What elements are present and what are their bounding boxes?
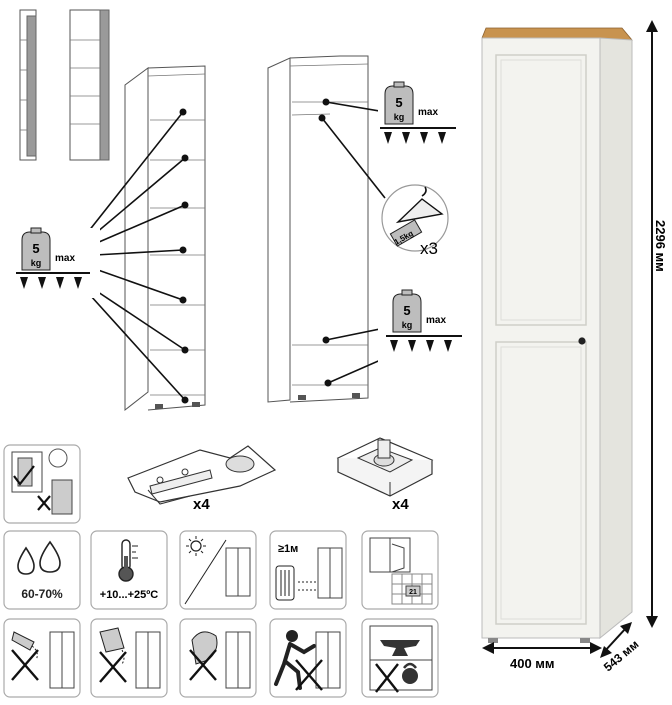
- lower-door-panel: [495, 341, 587, 625]
- cross-icon: [99, 651, 127, 683]
- cabinet-side: [599, 37, 633, 640]
- no-spray-tile: [3, 618, 81, 698]
- no-pushing-tile: [269, 618, 347, 698]
- cross-icon: [37, 495, 51, 511]
- humidity-label: 60-70%: [21, 587, 63, 601]
- humidity-tile: 60-70%: [3, 530, 81, 610]
- weight-unit: kg: [394, 112, 405, 122]
- weight-limit-badge-bottom-shelf: 5 kg max: [378, 289, 463, 362]
- check-icon: [13, 465, 35, 486]
- cross-icon: [189, 649, 217, 681]
- height-label: 2296 мм: [653, 220, 668, 272]
- weight-unit: kg: [402, 320, 413, 330]
- wardrobe-leader-lines: [318, 98, 393, 387]
- hanger-rail-badge: 1,5kg x3: [381, 184, 449, 258]
- depth-label: 543 мм: [601, 637, 642, 674]
- door-handle: [578, 337, 586, 345]
- water-drops-icon: [17, 540, 61, 575]
- kettlebell-icon: [402, 662, 418, 684]
- no-overload-tile: [361, 618, 439, 698]
- weight-limit-badge-top-shelf: 5 kg max: [378, 81, 463, 154]
- heater-icon: [275, 565, 295, 601]
- wardrobe-product-render: [481, 27, 633, 643]
- shelf-leader-lines: [87, 108, 189, 404]
- no-chemicals-tile: [90, 618, 168, 698]
- grid-number: 21: [409, 589, 417, 596]
- avoid-sunlight-tile: [179, 530, 257, 610]
- hanger-count: x3: [420, 239, 438, 258]
- cross-icon: [11, 649, 39, 681]
- temperature-label: +10...+25ºC: [100, 589, 159, 601]
- weight-limit-label: max: [418, 107, 438, 118]
- weight-limit-badge-shelves: 5 kg max: [15, 227, 100, 298]
- weight-value: 5: [32, 241, 39, 256]
- preview-cabinet-open: [69, 9, 110, 161]
- no-abrasive-cleaning-tile: [179, 618, 257, 698]
- upper-door-panel: [495, 54, 587, 326]
- adjustable-foot-drawing: x4: [336, 437, 434, 513]
- shelf-cabinet-drawing: [124, 65, 206, 412]
- weight-limit-label: max: [426, 315, 446, 326]
- hinge-drawing: x4: [127, 445, 277, 513]
- weight-value: 5: [395, 95, 402, 110]
- thermometer-icon: [118, 539, 138, 582]
- cross-icon: [375, 663, 399, 693]
- preview-cabinet-closed: [19, 9, 37, 161]
- anvil-icon: [380, 640, 420, 656]
- wardrobe-cabinet-drawing: [267, 55, 369, 403]
- temperature-tile: +10...+25ºC: [90, 530, 168, 610]
- width-dimension: 400 мм: [482, 642, 602, 671]
- hinge-count: x4: [193, 496, 210, 513]
- assembly-grid-tile: 21: [361, 530, 439, 610]
- weight-value: 5: [403, 303, 410, 318]
- sun-icon: [186, 536, 206, 556]
- heater-distance-tile: ≥1м: [269, 530, 347, 610]
- door-install-tile: [3, 444, 81, 524]
- width-label: 400 мм: [510, 656, 555, 671]
- height-dimension: 2296 мм: [646, 20, 668, 628]
- distance-label: ≥1м: [278, 543, 298, 555]
- person-pushing-icon: [274, 630, 316, 690]
- foot-count: x4: [392, 496, 409, 513]
- weight-unit: kg: [31, 258, 42, 268]
- hanger-icon: [389, 219, 423, 247]
- cross-icon: [295, 659, 323, 691]
- weight-limit-label: max: [55, 253, 75, 264]
